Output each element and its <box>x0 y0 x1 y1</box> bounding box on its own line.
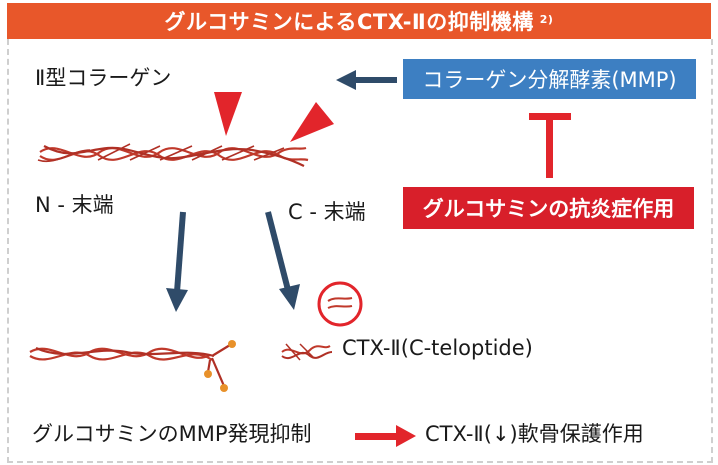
result-label: CTX-Ⅱ(↓)軟骨保護作用 <box>425 422 644 446</box>
ctx-fragment-label: CTX-Ⅱ(C-teloptide) <box>342 336 533 360</box>
content-border <box>7 39 713 463</box>
result-arrow-icon <box>355 425 416 447</box>
title-text: グルコサミンによるCTX-Ⅱの抑制機構 <box>164 10 534 34</box>
inhibition-bar-icon <box>529 113 571 178</box>
n-terminal-label: N - 末端 <box>35 193 114 217</box>
anti-inflammatory-box: グルコサミンの抗炎症作用 <box>403 187 694 229</box>
collagen-label: Ⅱ型コラーゲン <box>35 66 172 90</box>
cleavage-marker-left-icon <box>214 92 242 136</box>
cleavage-marker-right-icon <box>290 102 334 142</box>
mmp-action-arrow-icon <box>336 70 397 90</box>
cleavage-arrow-right-icon <box>265 211 300 310</box>
mmp-enzyme-box: コラーゲン分解酵素(MMP) <box>403 59 696 99</box>
ctx-fragment-icon <box>281 343 333 361</box>
cleavage-arrow-left-icon <box>166 211 188 312</box>
collagen-helix-icon <box>37 143 309 167</box>
c-terminal-label: C - 末端 <box>288 200 366 224</box>
ctx-circle-marker-icon <box>317 281 363 327</box>
glucosamine-mmp-label: グルコサミンのMMP発現抑制 <box>32 422 312 446</box>
title-bar: グルコサミンによるCTX-Ⅱの抑制機構 2) <box>7 3 711 39</box>
cleaved-collagen-icon <box>29 340 236 392</box>
title-reference: 2) <box>539 12 554 26</box>
